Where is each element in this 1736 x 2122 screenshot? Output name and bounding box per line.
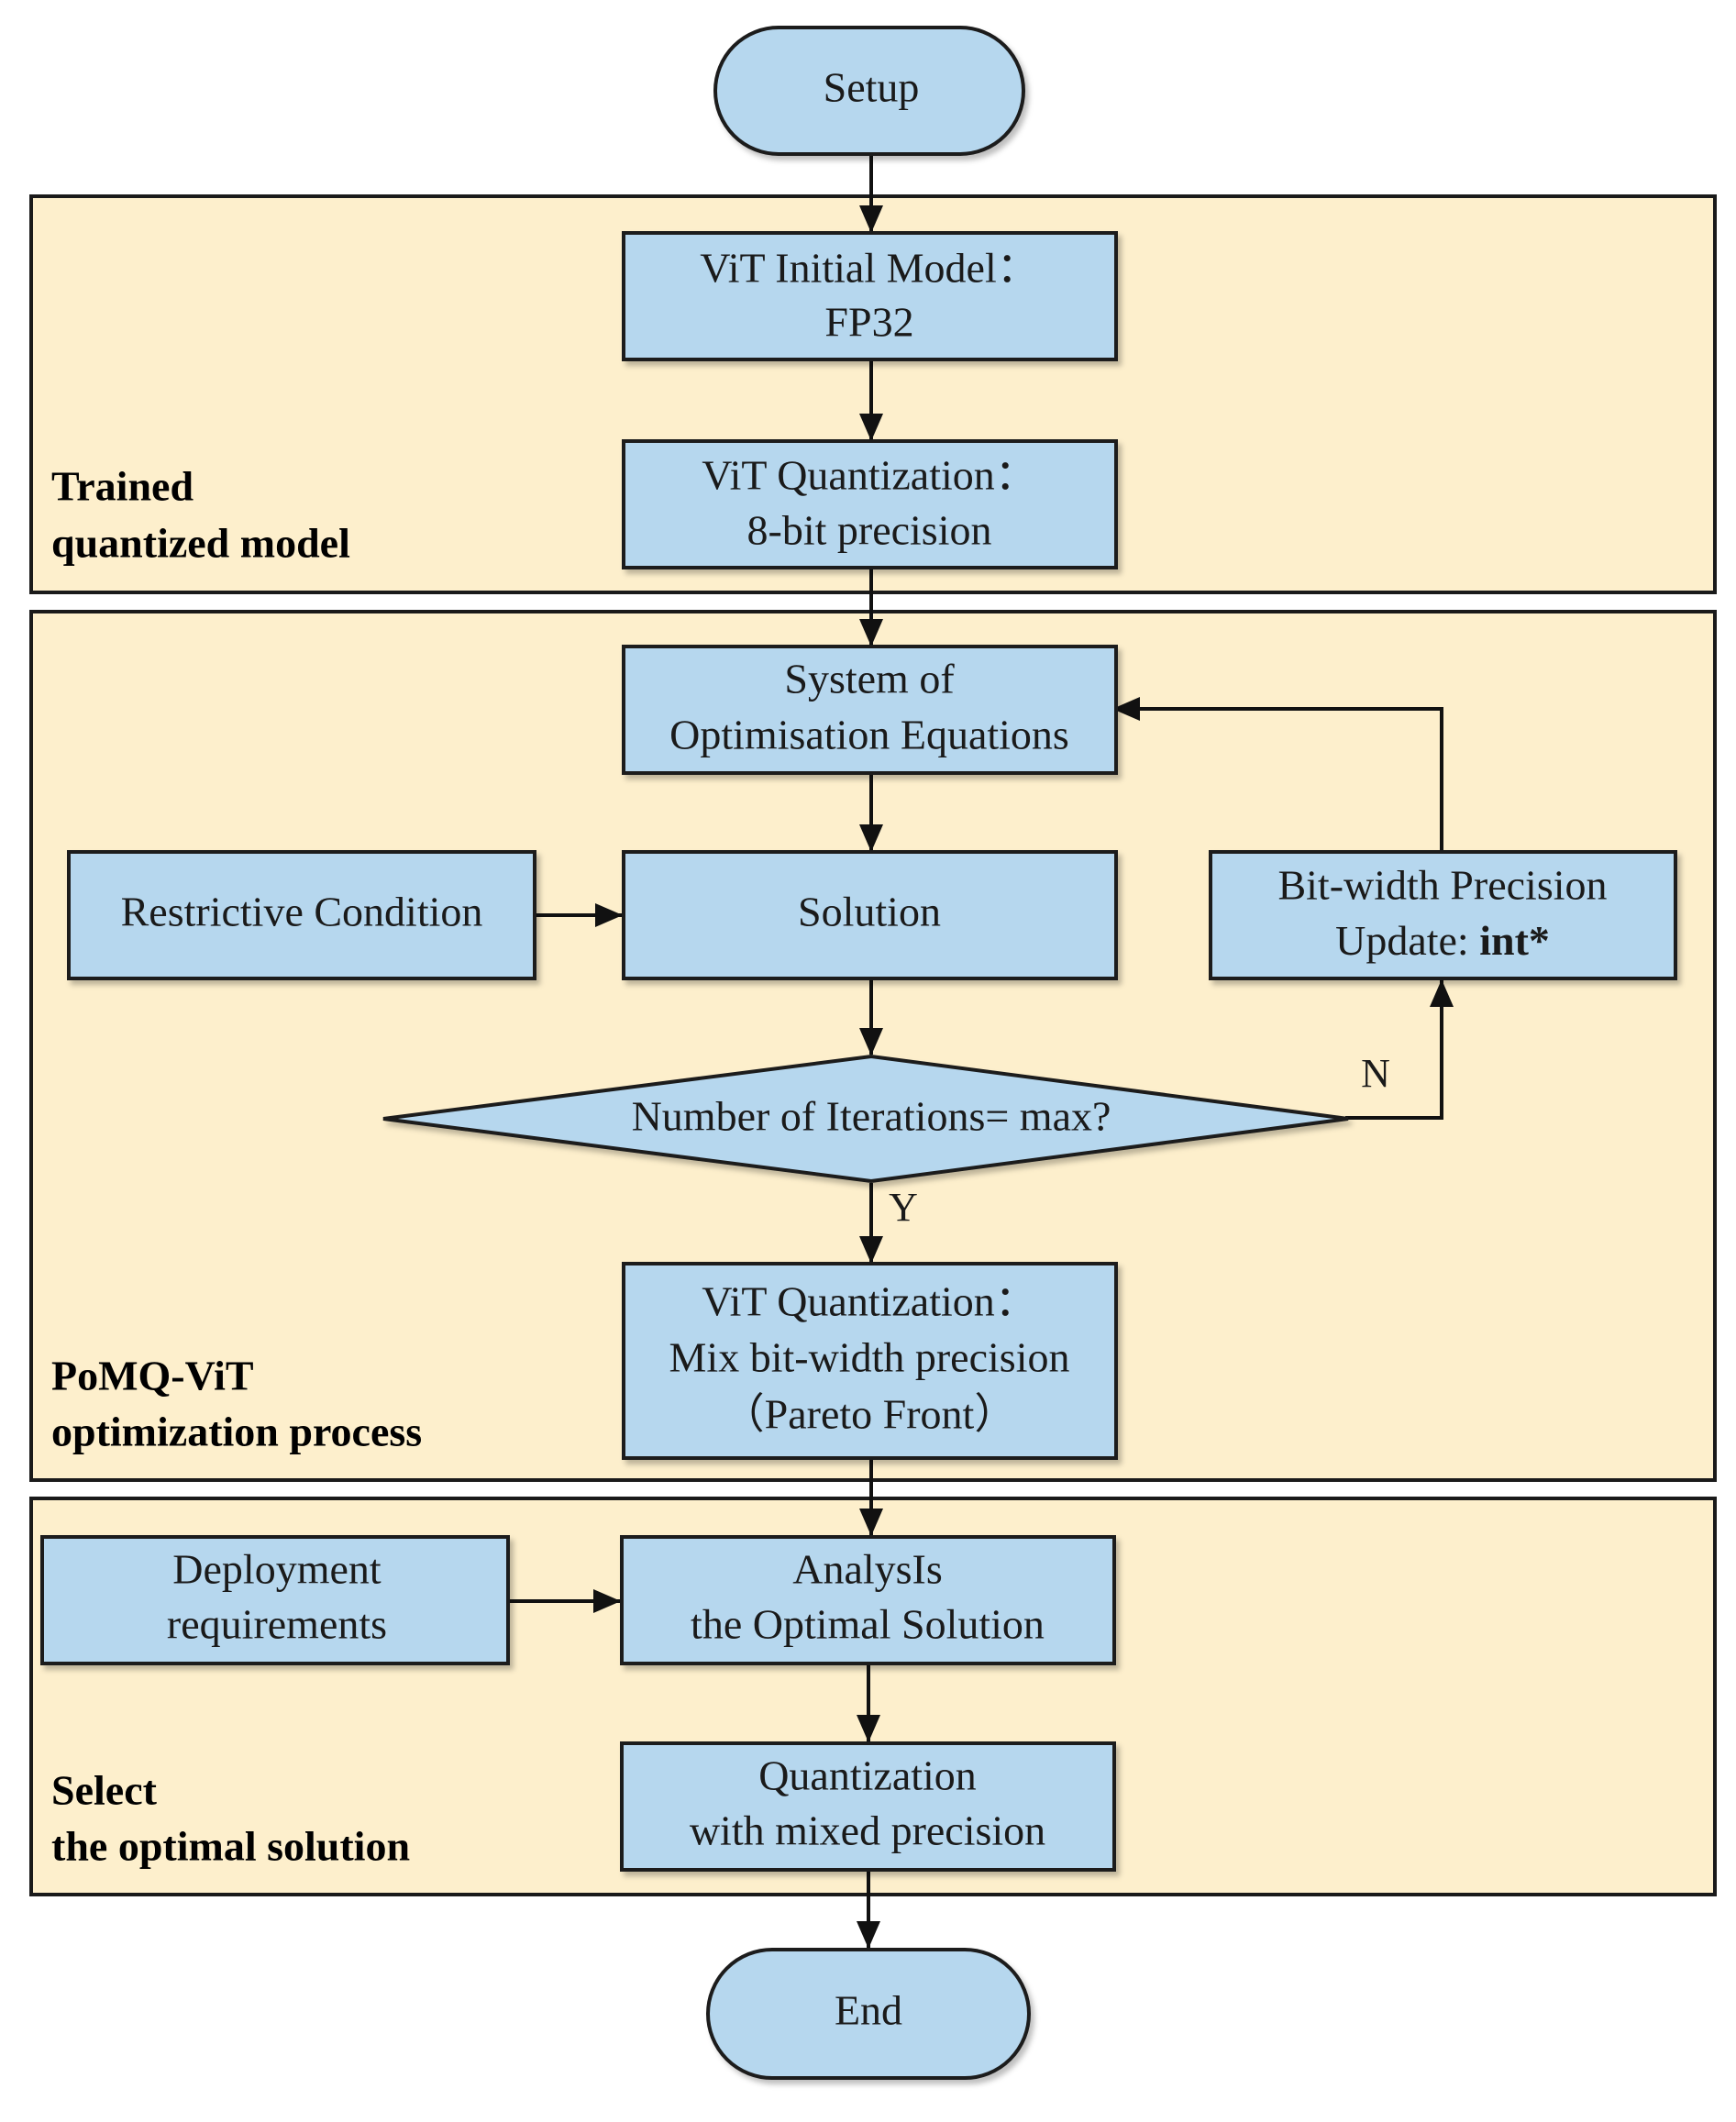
node-bitwidth-update xyxy=(1209,850,1677,980)
node-solution-label: Solution xyxy=(798,889,941,935)
node-analysis-line1: AnalysIs xyxy=(792,1546,943,1593)
edge-bitwidth-to-system xyxy=(1112,697,1443,851)
node-decision-label: Number of Iterations= max? xyxy=(632,1093,1111,1140)
node-restrictive-label: Restrictive Condition xyxy=(121,889,483,935)
node-system-line2: Optimisation Equations xyxy=(669,712,1069,758)
section-label-trained-line2: quantized model xyxy=(51,520,350,567)
node-system-line1: System of xyxy=(784,656,955,702)
section-label-select-line2: the optimal solution xyxy=(51,1823,410,1870)
edge-decision-n-to-bitwidth xyxy=(1345,979,1454,1120)
node-deploy-line1: Deployment xyxy=(172,1546,381,1593)
label-n: N xyxy=(1361,1051,1390,1096)
node-setup-label: Setup xyxy=(824,64,920,111)
node-deployment-requirements xyxy=(40,1535,510,1665)
node-end xyxy=(706,1948,1031,2080)
node-bitwidth-line2-prefix: Update: xyxy=(1335,917,1479,964)
node-vit-quantization-8bit xyxy=(622,439,1118,569)
node-quantmix-line1: Quantization xyxy=(758,1752,977,1799)
section-label-trained-line1: Trained xyxy=(51,463,194,510)
node-vit-quantization-mix xyxy=(622,1262,1118,1460)
node-vit-initial-model xyxy=(622,231,1118,361)
node-mix-line3: （Pareto Front） xyxy=(723,1391,1017,1438)
node-quantmix-line2: with mixed precision xyxy=(690,1807,1045,1854)
section-label-pomq-line2: optimization process xyxy=(51,1409,422,1455)
node-bitwidth-line2: Update: int* xyxy=(1335,917,1550,964)
node-vit-quant8-line2: 8-bit precision xyxy=(747,507,992,554)
section-label-select-line1: Select xyxy=(51,1767,158,1814)
label-y: Y xyxy=(889,1185,918,1230)
node-vit-initial-line1: ViT Initial Model： xyxy=(700,245,1038,292)
node-vit-initial-line2: FP32 xyxy=(824,299,913,346)
node-bitwidth-line1: Bit-width Precision xyxy=(1277,862,1607,909)
node-analysis-optimal xyxy=(620,1535,1116,1665)
node-deploy-line2: requirements xyxy=(167,1601,387,1648)
node-quantization-mixed xyxy=(620,1741,1116,1872)
node-vit-quant8-line1: ViT Quantization： xyxy=(702,452,1037,499)
node-solution xyxy=(622,850,1118,980)
node-bitwidth-line2-bold: int* xyxy=(1479,917,1550,964)
node-setup xyxy=(713,26,1025,156)
section-label-pomq-line1: PoMQ-ViT xyxy=(51,1353,254,1399)
node-system-of-equations xyxy=(622,645,1118,775)
node-mix-line2: Mix bit-width precision xyxy=(669,1334,1070,1381)
node-mix-line1: ViT Quantization： xyxy=(702,1278,1037,1325)
node-restrictive-condition xyxy=(67,850,536,980)
node-decision-iterations xyxy=(382,1054,1349,1184)
node-analysis-line2: the Optimal Solution xyxy=(691,1601,1045,1648)
node-end-label: End xyxy=(835,1987,902,2034)
